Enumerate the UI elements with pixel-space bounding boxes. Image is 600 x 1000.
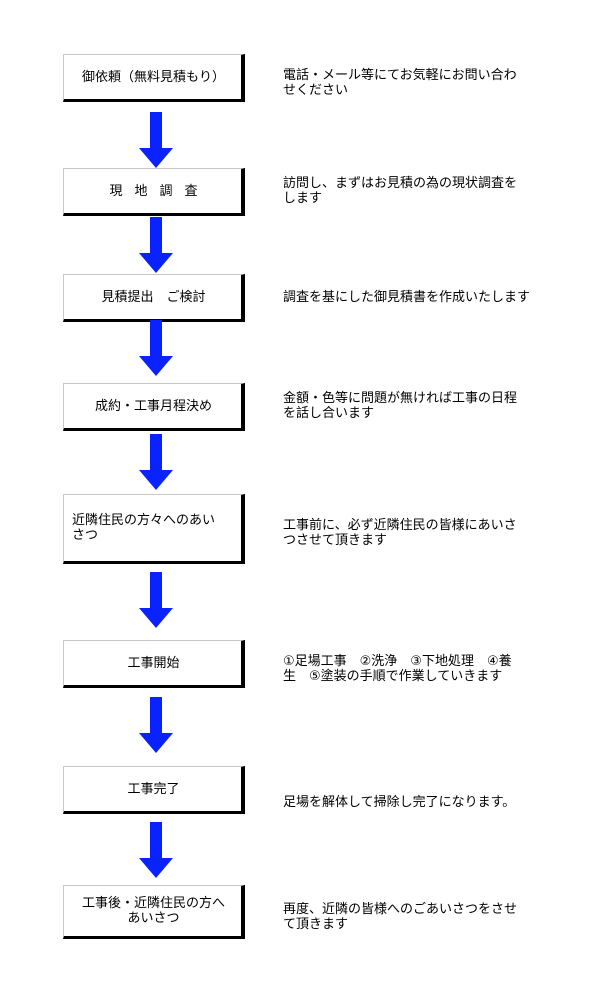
step-desc-5: 工事前に、必ず近隣住民の皆様にあいさ つさせて頂きます [283, 518, 517, 548]
step-label-7: 工事完了 [127, 781, 180, 797]
step-box-5: 近隣住民の方々へのあい さつ [63, 494, 245, 564]
down-arrow-icon [139, 572, 173, 628]
step-box-2: 現地調査 [63, 168, 245, 216]
step-box-8: 工事後・近隣住民の方へ あいさつ [63, 885, 245, 939]
step-label-4: 成約・工事月程決め [94, 398, 212, 414]
down-arrow-icon [139, 822, 173, 878]
step-box-6: 工事開始 [63, 640, 245, 688]
step-box-4: 成約・工事月程決め [63, 383, 245, 431]
down-arrow-icon [139, 434, 173, 490]
down-arrow-icon [139, 112, 173, 168]
step-box-7: 工事完了 [63, 766, 245, 814]
step-label-8: 工事後・近隣住民の方へ あいさつ [81, 896, 225, 926]
step-label-1: 御依頼（無料見積もり） [81, 69, 225, 85]
down-arrow-icon [139, 217, 173, 273]
step-desc-3: 調査を基にした御見積書を作成いたします [283, 290, 531, 305]
step-desc-2: 訪問し、まずはお見積の為の現状調査を します [283, 176, 518, 206]
step-box-3: 見積提出 ご検討 [63, 274, 245, 322]
down-arrow-icon [139, 697, 173, 753]
step-desc-4: 金額・色等に問題が無ければ工事の日程 を話し合います [283, 391, 518, 421]
step-label-5: 近隣住民の方々へのあい さつ [72, 513, 216, 543]
step-label-6: 工事開始 [127, 655, 180, 671]
step-box-1: 御依頼（無料見積もり） [63, 54, 245, 102]
step-label-2: 現地調査 [109, 183, 210, 199]
step-desc-6: ①足場工事 ②洗浄 ③下地処理 ④養 生 ⑤塗装の手順で作業していきます [283, 654, 512, 684]
step-desc-7: 足場を解体して掃除し完了になります。 [283, 795, 516, 810]
step-label-3: 見積提出 ご検討 [101, 289, 206, 305]
step-desc-8: 再度、近隣の皆様へのごあいさつをさせ て頂きます [283, 902, 518, 932]
down-arrow-icon [139, 320, 173, 376]
step-desc-1: 電話・メール等にてお気軽にお問い合わ せください [283, 68, 517, 98]
